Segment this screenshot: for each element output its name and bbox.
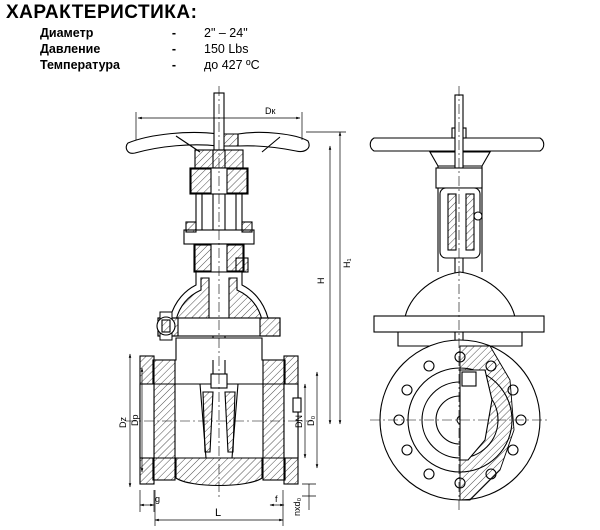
spec-table: Диаметр - 2" – 24" Давление - 150 Lbs Те… bbox=[40, 26, 260, 74]
bolt-holes bbox=[393, 351, 527, 489]
handwheel bbox=[125, 131, 310, 154]
dim-nxd0: nxd₀ bbox=[292, 497, 302, 516]
spec-dash: - bbox=[171, 42, 177, 56]
dim-h1: H₁ bbox=[342, 258, 352, 268]
spec-label: Давление bbox=[40, 42, 101, 56]
dimensions-left bbox=[128, 112, 346, 526]
dim-dz: Dz bbox=[118, 417, 128, 428]
section-view bbox=[125, 86, 312, 500]
spec-title: ХАРАКТЕРИСТИКА: bbox=[6, 2, 198, 23]
dim-g: g bbox=[155, 494, 160, 504]
spec-row: Температура - до 427 ºС bbox=[40, 58, 260, 74]
spec-value: 2" – 24" bbox=[204, 26, 248, 40]
spec-block: ХАРАКТЕРИСТИКА: Диаметр - 2" – 24" Давле… bbox=[6, 2, 336, 74]
dimension-labels: Dк H H₁ Dz Dp DN D₀ g L f nxd₀ bbox=[118, 106, 352, 519]
spec-row: Давление - 150 Lbs bbox=[40, 42, 260, 58]
spec-dash: - bbox=[171, 26, 177, 40]
dim-l: L bbox=[215, 507, 221, 519]
spec-value: до 427 ºС bbox=[204, 58, 260, 72]
dim-dk: Dк bbox=[265, 106, 275, 116]
side-view bbox=[369, 86, 550, 510]
spec-dash: - bbox=[171, 58, 177, 72]
spec-label: Диаметр bbox=[40, 26, 94, 40]
dim-f: f bbox=[275, 494, 278, 504]
dim-dp: Dp bbox=[130, 414, 140, 426]
spec-value: 150 Lbs bbox=[204, 42, 249, 56]
spec-label: Температура bbox=[40, 58, 120, 72]
dim-d0: D₀ bbox=[306, 416, 316, 426]
spec-row: Диаметр - 2" – 24" bbox=[40, 26, 260, 42]
dim-dn: DN bbox=[294, 415, 304, 428]
dim-h: H bbox=[316, 278, 326, 285]
